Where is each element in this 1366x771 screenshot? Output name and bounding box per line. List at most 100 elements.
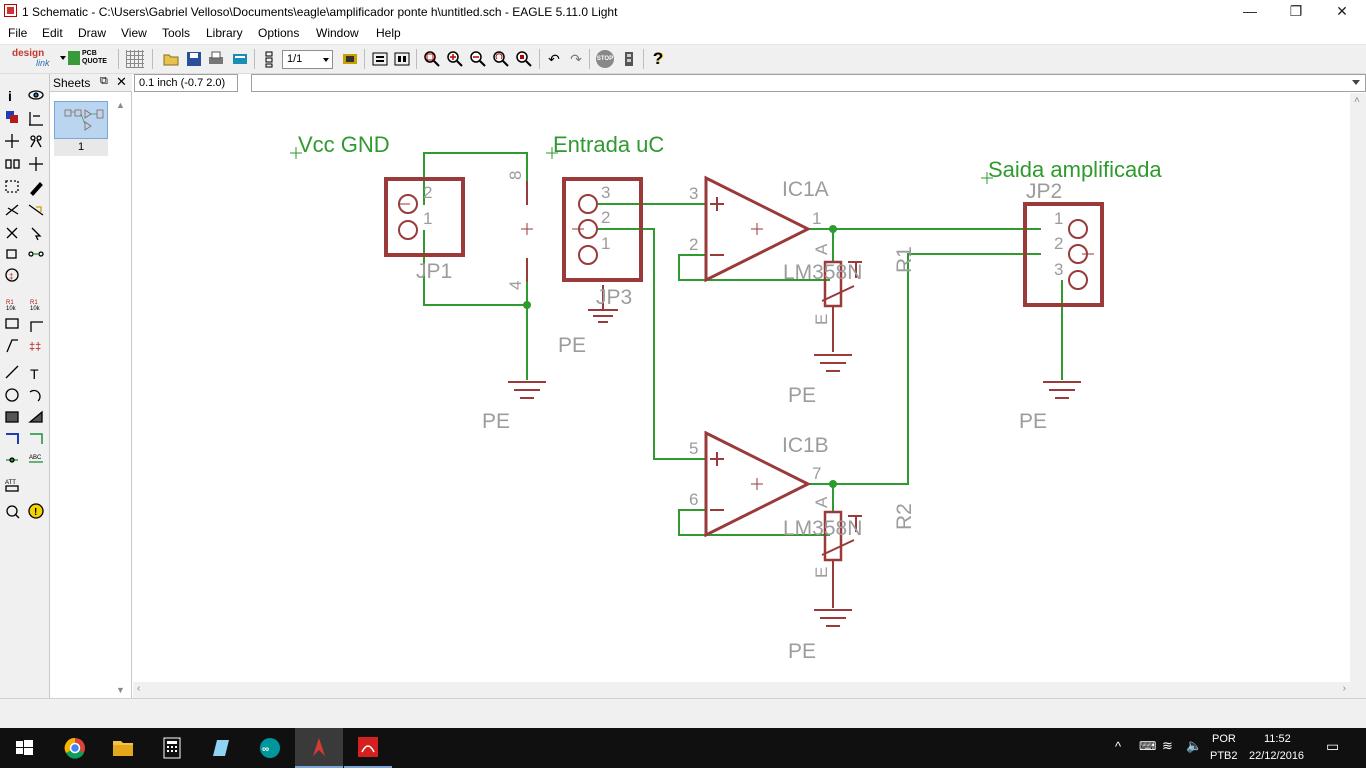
part-name-jp2[interactable]: JP2: [1026, 180, 1062, 203]
board-switch-icon[interactable]: [341, 50, 359, 68]
text-icon[interactable]: T: [30, 366, 39, 382]
scroll-right-icon[interactable]: ›: [1342, 683, 1346, 694]
print-icon[interactable]: [207, 50, 225, 68]
net-feedback-a[interactable]: [678, 254, 705, 281]
part-value-lm-a[interactable]: LM358N: [783, 261, 862, 284]
zoom-redraw-icon[interactable]: [492, 50, 510, 68]
opamp-ic1a[interactable]: [704, 175, 812, 283]
delete-icon[interactable]: [6, 227, 18, 239]
paste-icon[interactable]: [28, 204, 44, 216]
sheet-number[interactable]: 1: [54, 139, 108, 156]
jp2-pin[interactable]: [1068, 270, 1088, 290]
cut-icon[interactable]: [5, 204, 19, 216]
net-icon[interactable]: [30, 433, 43, 444]
jp2-body[interactable]: [1023, 202, 1104, 307]
jp3-pin[interactable]: [578, 194, 598, 214]
miter-icon[interactable]: [30, 321, 43, 332]
label-entrada[interactable]: Entrada uC: [553, 132, 664, 157]
horizontal-scrollbar[interactable]: ‹ ›: [133, 682, 1366, 698]
calculator-icon[interactable]: [148, 728, 196, 768]
part-name-pe[interactable]: PE: [1019, 410, 1047, 433]
command-input[interactable]: [251, 74, 1366, 92]
net-entrada-b[interactable]: [598, 228, 705, 460]
language-bottom[interactable]: PTB2: [1210, 750, 1238, 762]
attribute-icon[interactable]: ATT: [5, 480, 19, 492]
menu-options[interactable]: Options: [258, 26, 300, 40]
menu-file[interactable]: File: [8, 26, 28, 40]
sheet-select[interactable]: 1/1: [282, 50, 333, 69]
zoom-in-icon[interactable]: [446, 50, 464, 68]
rect-icon[interactable]: [5, 411, 19, 423]
part-name-jp3[interactable]: JP3: [596, 286, 632, 309]
part-name-pe[interactable]: PE: [788, 640, 816, 663]
eagle-taskbar-icon[interactable]: [295, 728, 343, 768]
scroll-left-icon[interactable]: ‹: [137, 683, 141, 694]
volume-icon[interactable]: 🔈: [1186, 738, 1203, 753]
language-top[interactable]: POR: [1212, 733, 1236, 745]
menu-edit[interactable]: Edit: [42, 26, 63, 40]
zoom-out-icon[interactable]: [469, 50, 487, 68]
jp2-pin[interactable]: [1068, 219, 1088, 239]
design-link-dropdown-icon[interactable]: [60, 56, 66, 60]
input-method-icon[interactable]: ⌨: [1139, 739, 1157, 753]
part-name-ic1a[interactable]: IC1A: [782, 178, 829, 201]
pinswap-icon[interactable]: [6, 249, 17, 259]
jp3-body[interactable]: [562, 177, 643, 282]
part-name-pe[interactable]: PE: [482, 410, 510, 433]
file-explorer-icon[interactable]: [99, 728, 147, 768]
menu-draw[interactable]: Draw: [78, 26, 107, 40]
close-icon[interactable]: ✕: [116, 74, 127, 89]
wifi-icon[interactable]: ≋: [1162, 738, 1173, 753]
net-feedback-b[interactable]: [678, 509, 705, 536]
ulp-icon[interactable]: [371, 50, 389, 68]
acrobat-icon[interactable]: [344, 728, 392, 768]
part-name-r2[interactable]: R2: [893, 503, 916, 530]
label-vcc-gnd[interactable]: Vcc GND: [298, 132, 390, 157]
gateswap-icon[interactable]: ‡: [5, 268, 19, 282]
part-name-r1[interactable]: R1: [893, 246, 916, 273]
opamp-ic1b[interactable]: [704, 430, 812, 538]
label-saida[interactable]: Saida amplificada: [988, 157, 1162, 182]
part-value-lm-b[interactable]: LM358N: [783, 517, 862, 540]
polygon-icon[interactable]: [28, 410, 43, 423]
copy-icon[interactable]: [30, 135, 42, 148]
net-out-b[interactable]: [808, 253, 1041, 485]
junction-icon[interactable]: [6, 457, 18, 463]
scroll-up-icon[interactable]: ˄: [1354, 95, 1360, 106]
errors-icon[interactable]: !: [28, 503, 44, 519]
bus-icon[interactable]: [6, 433, 19, 444]
help-icon[interactable]: ?: [652, 49, 664, 68]
menu-help[interactable]: Help: [376, 26, 401, 40]
go-icon[interactable]: [620, 50, 638, 68]
script-icon[interactable]: [393, 50, 411, 68]
circle-icon[interactable]: [5, 388, 19, 402]
part-name-pe[interactable]: PE: [558, 334, 586, 357]
part-name-ic1b[interactable]: IC1B: [782, 434, 829, 457]
menu-window[interactable]: Window: [316, 26, 359, 40]
smash-icon[interactable]: [5, 318, 19, 329]
float-icon[interactable]: ⧉: [100, 75, 108, 87]
rotate-icon[interactable]: [29, 157, 43, 171]
clock-time[interactable]: 11:52: [1264, 733, 1291, 745]
clock-date[interactable]: 22/12/2016: [1249, 750, 1305, 762]
display-icon[interactable]: [6, 111, 18, 123]
invoke-icon[interactable]: ‡‡: [29, 341, 41, 353]
wire-icon[interactable]: [5, 365, 19, 379]
notifications-icon[interactable]: ▭: [1326, 738, 1340, 754]
undo-icon[interactable]: ↶: [548, 51, 560, 67]
jp1-body[interactable]: [384, 177, 465, 257]
vertical-scrollbar[interactable]: ˄: [1350, 93, 1366, 682]
group-icon[interactable]: [5, 180, 19, 193]
scroll-up-icon[interactable]: ▲: [116, 100, 125, 110]
command-history-chevron-icon[interactable]: [1352, 80, 1360, 85]
arduino-icon[interactable]: ∞: [246, 728, 294, 768]
maximize-button[interactable]: ❐: [1289, 3, 1303, 19]
label-icon[interactable]: ABC: [29, 455, 43, 463]
start-button[interactable]: [0, 728, 48, 768]
move-icon[interactable]: [5, 134, 19, 148]
info-icon[interactable]: i: [8, 88, 12, 104]
tray-chevron-up-icon[interactable]: ^: [1115, 739, 1122, 754]
zoom-select-icon[interactable]: [515, 50, 533, 68]
jp3-pin[interactable]: [578, 245, 598, 265]
